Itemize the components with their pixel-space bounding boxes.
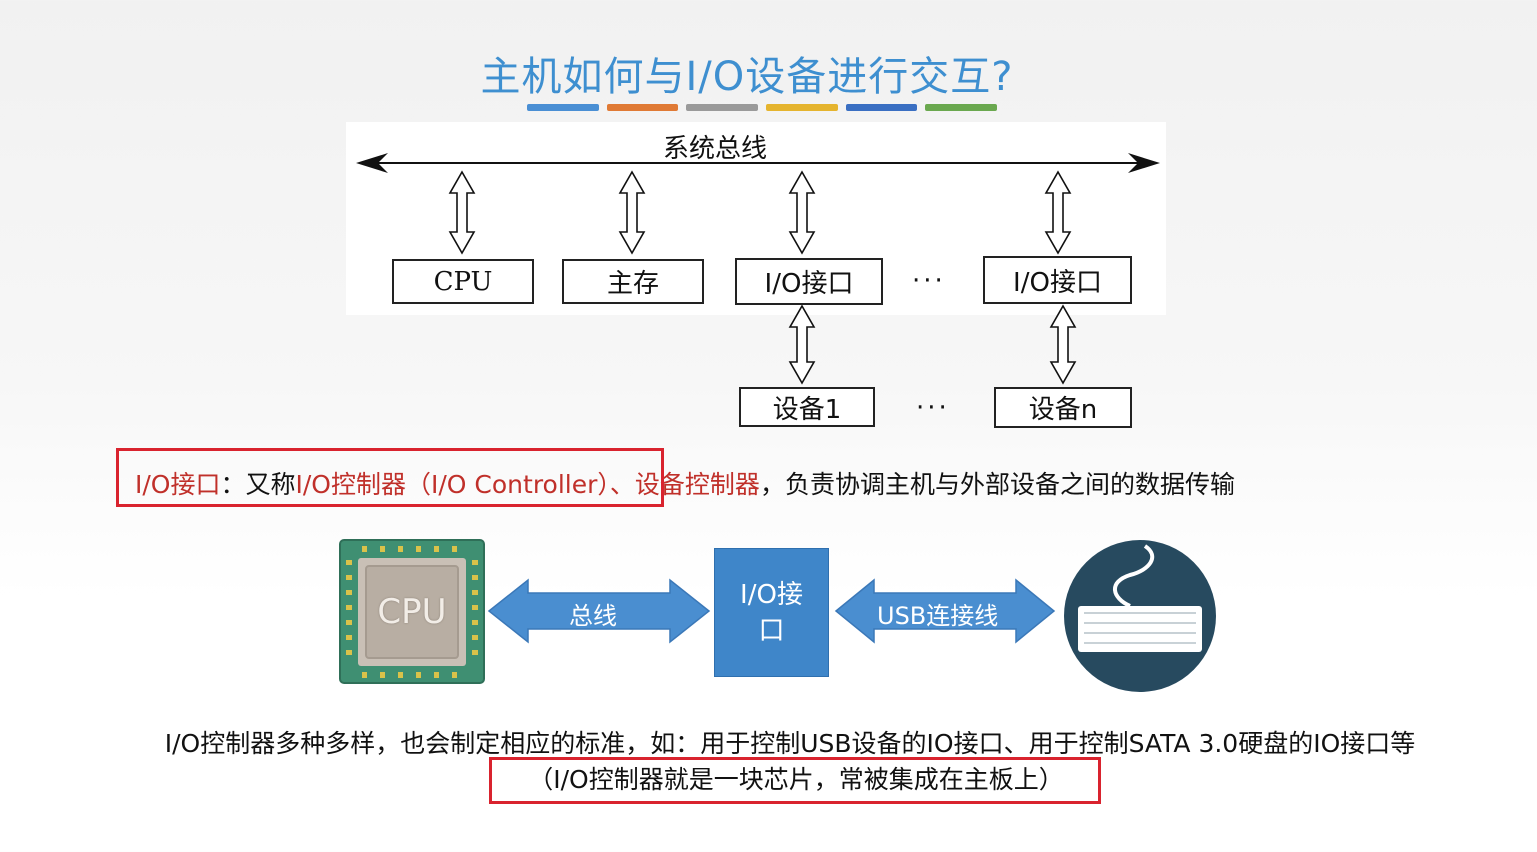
definition-line: I/O接口：又称I/O控制器（I/O Controller）、设备控制器，负责协… [135,465,1235,501]
io-interface-box-1: I/O接口 [735,258,883,305]
top-ellipsis: ··· [912,266,946,296]
io-controller-english: （I/O Controller） [406,470,610,499]
ion-device-arrow [1049,304,1077,385]
io-interface-term: I/O接口 [135,470,221,499]
aka-prefix: 又称 [245,470,296,499]
ion-bus-arrow [1044,170,1072,255]
slide-title: 主机如何与I/O设备进行交互? [480,54,1014,100]
bottom-ellipsis: ··· [916,393,950,423]
cpu-box: CPU [392,259,534,304]
definition-description: ，负责协调主机与外部设备之间的数据传输 [759,470,1235,499]
bus-arrow-label: 总线 [569,602,617,630]
cpu-bus-arrow [448,170,476,255]
memory-bus-arrow [618,170,646,255]
title-bar-2 [606,104,679,111]
keyboard-icon [1064,540,1216,692]
device-controller-term: 设备控制器 [634,470,760,499]
usb-block-arrow [834,578,1056,644]
title-bar-5 [845,104,918,111]
cpu-chip-icon [339,539,485,684]
io-block-label: I/O接口 [740,579,803,646]
cpu-chip-label: CPU [377,592,447,632]
usb-arrow-label: USB连接线 [877,602,999,630]
title-bar-4 [766,104,838,111]
io-interface-box-n: I/O接口 [983,256,1132,304]
title-bar-3 [686,104,759,111]
io1-bus-arrow [788,170,816,255]
title-bar-6 [925,104,998,111]
definition-separator: 、 [609,470,635,499]
definition-colon: ： [220,470,246,499]
bus-block-arrow [487,578,711,644]
title-bar-1 [527,104,599,111]
memory-box: 主存 [562,259,704,304]
note-line-2: （I/O控制器就是一块芯片，常被集成在主板上） [528,765,1064,794]
cpu-chip-label-wrap: CPU [358,558,466,666]
note-line-1: I/O控制器多种多样，也会制定相应的标准，如：用于控制USB设备的IO接口、用于… [164,729,1416,758]
note-highlight-box [489,757,1101,804]
io1-device-arrow [788,304,816,385]
io-controller-term: I/O控制器 [295,470,406,499]
device-n-box: 设备n [994,387,1132,428]
io-interface-block: I/O接口 [714,548,829,677]
device-1-box: 设备1 [739,387,875,427]
title-underline-bars [527,104,998,112]
definition-highlight-box [116,448,664,507]
